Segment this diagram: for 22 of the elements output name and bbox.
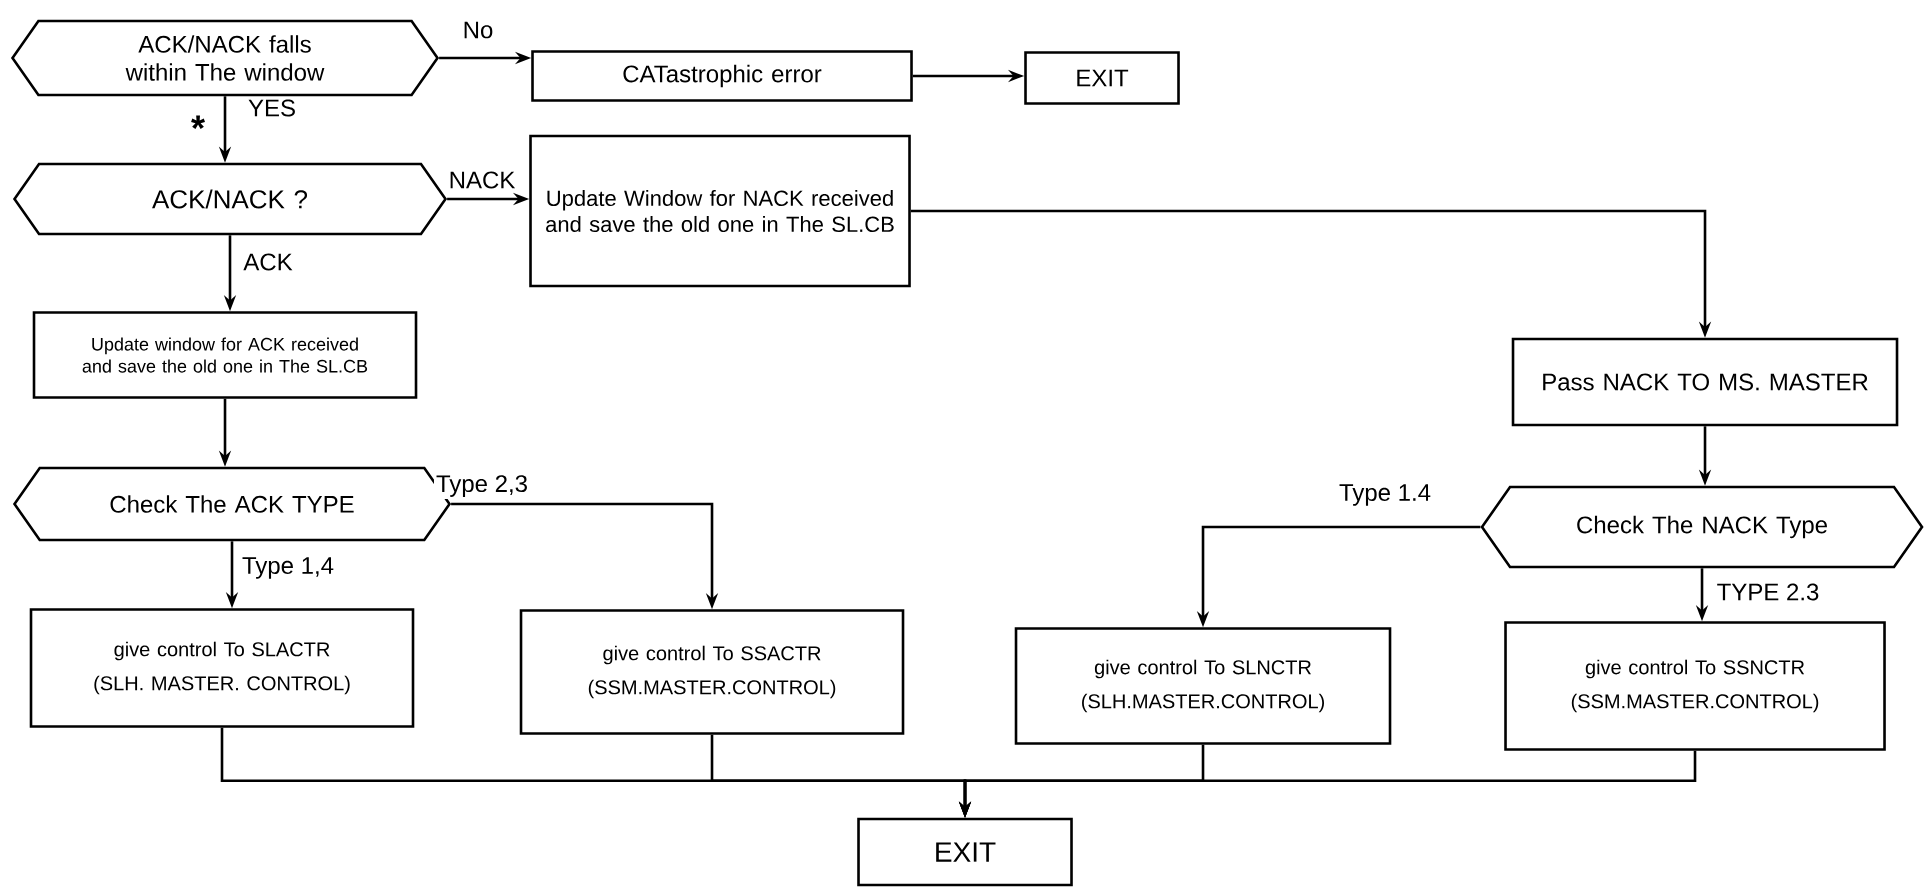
decision-hexagon: Check The NACK Type [1480,485,1924,569]
process-box: give control To SLNCTR (SLH.MASTER.CONTROL) [1014,627,1392,745]
process-box: Update Window for NACK received and save the old one in The SL.CB [529,134,911,288]
process-box: Pass NACK TO MS. MASTER [1511,337,1899,427]
process-box: give control To SSNCTR (SSM.MASTER.CONTROL) [1504,621,1886,751]
edge-label: TYPE 2.3 [1714,581,1822,603]
decision-hexagon: ACK/NACK ? [12,162,448,236]
edge-label: No [460,19,496,41]
process-box: Update window for ACK received and save the old one in The SL.CB [32,311,418,399]
note-mark: * [191,115,205,129]
edge-label: Type 1,4 [240,555,337,581]
process-box: EXIT [1024,51,1180,105]
decision-hexagon: ACK/NACK falls within The window [10,19,440,97]
edge-label: Type 1.4 [1337,482,1434,508]
process-box: give control To SSACTR (SSM.MASTER.CONTROL) [519,609,905,735]
process-box: CATastrophic error [531,50,913,102]
edge-label: Type 2,3 [434,473,531,499]
process-box: EXIT [857,817,1073,887]
edge-label: YES [246,97,298,119]
edge-label: NACK [446,169,518,191]
process-box: give control To SLACTR (SLH. MASTER. CONTROL) [29,608,415,728]
edge-label: ACK [241,251,295,273]
